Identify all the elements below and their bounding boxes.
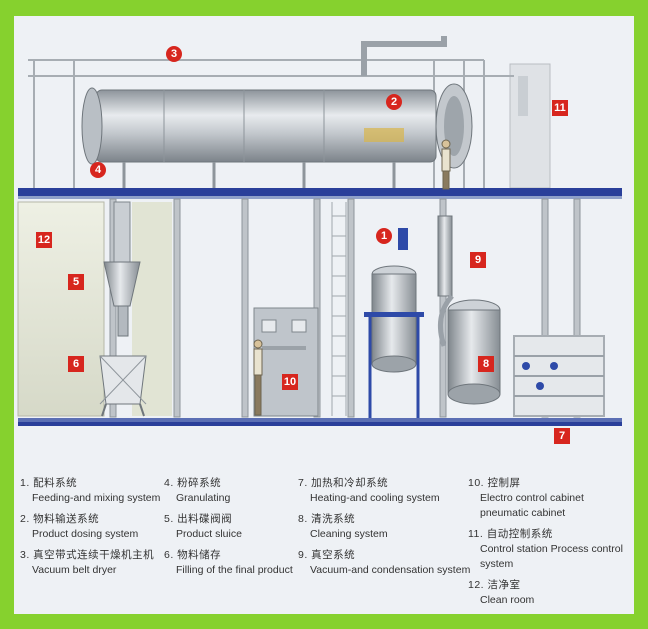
support-columns xyxy=(109,198,581,418)
granulating-unit xyxy=(99,201,147,417)
vacuum-condenser xyxy=(437,215,501,405)
badge-6: 6 xyxy=(68,356,84,372)
mixing-tank xyxy=(364,228,424,420)
plant-illustration xyxy=(17,36,622,426)
badge-12: 12 xyxy=(36,232,52,248)
upper-floor xyxy=(18,188,622,196)
control-room xyxy=(509,63,551,189)
badge-10: 10 xyxy=(282,374,298,390)
badge-9: 9 xyxy=(470,252,486,268)
vacuum-belt-dryer xyxy=(81,83,473,188)
ground-floor xyxy=(18,418,622,422)
badge-3: 3 xyxy=(166,46,182,62)
operator-figures xyxy=(253,139,451,416)
badge-7: 7 xyxy=(554,428,570,444)
overhead-pipe xyxy=(361,36,447,76)
badge-4: 4 xyxy=(90,162,106,178)
badge-2: 2 xyxy=(386,94,402,110)
badge-5: 5 xyxy=(68,274,84,290)
badge-8: 8 xyxy=(478,356,494,372)
control-cabinet xyxy=(253,307,319,417)
heating-cooling-piping xyxy=(513,335,605,417)
staircase xyxy=(331,202,347,416)
clean-room-wall xyxy=(17,201,105,417)
badge-1: 1 xyxy=(376,228,392,244)
badge-11: 11 xyxy=(552,100,568,116)
